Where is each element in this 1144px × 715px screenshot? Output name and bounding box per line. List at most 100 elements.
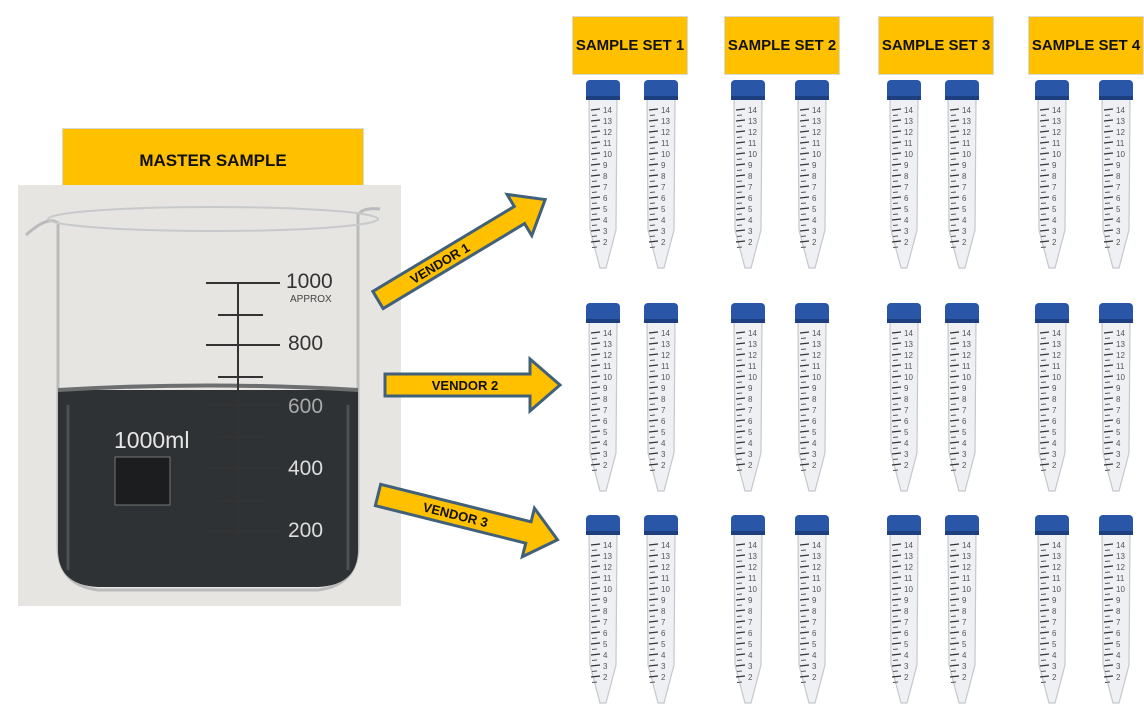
tube-scale-number: 8	[1052, 607, 1057, 616]
tube-scale-number: 4	[1116, 439, 1121, 448]
master-sample-text: MASTER SAMPLE	[139, 150, 287, 170]
tube-scale-number: 13	[661, 340, 670, 349]
tube-scale-number: 7	[962, 618, 967, 627]
tube-scale-number: 7	[661, 183, 666, 192]
tube-scale-number: 4	[748, 651, 753, 660]
tube-scale-number: 11	[603, 574, 612, 583]
tube-scale-number: 11	[904, 139, 913, 148]
tube-scale-number: 6	[904, 629, 909, 638]
tube-scale-number: 6	[1116, 194, 1121, 203]
blue-cap-icon	[795, 515, 829, 535]
master-sample-label: MASTER SAMPLE	[62, 128, 364, 192]
tube-scale-number: 10	[1052, 373, 1061, 382]
tube-scale-number: 5	[748, 205, 753, 214]
tube-scale-number: 2	[962, 238, 967, 247]
tube-scale-number: 6	[748, 417, 753, 426]
tube-scale-number: 4	[1052, 651, 1057, 660]
tube-scale-number: 2	[904, 673, 909, 682]
tube-scale-number: 11	[1116, 574, 1125, 583]
tube-scale-number: 12	[904, 351, 913, 360]
tube-scale-number: 7	[748, 406, 753, 415]
tube-scale-number: 5	[661, 428, 666, 437]
tube-scale-number: 3	[962, 662, 967, 671]
tube-scale-number: 6	[661, 417, 666, 426]
tube-scale-number: 11	[1116, 139, 1125, 148]
tube-scale-number: 8	[904, 607, 909, 616]
tube-scale-number: 4	[1052, 216, 1057, 225]
tube-scale-number: 9	[1116, 161, 1121, 170]
tube-scale-number: 14	[1116, 541, 1125, 550]
tube-scale-number: 10	[1052, 585, 1061, 594]
blue-cap-icon	[1099, 80, 1133, 100]
tube-scale-number: 2	[962, 461, 967, 470]
tube-scale-number: 5	[904, 640, 909, 649]
tube-scale-number: 12	[962, 351, 971, 360]
tube-scale-number: 2	[962, 673, 967, 682]
tube-scale-number: 10	[962, 373, 971, 382]
tube-scale-number: 7	[748, 618, 753, 627]
tube-scale-number: 2	[1052, 238, 1057, 247]
tube-scale-number: 9	[1052, 596, 1057, 605]
tube-scale-number: 14	[812, 106, 821, 115]
tube-scale-number: 12	[661, 128, 670, 137]
tube-scale-number: 6	[1052, 194, 1057, 203]
tube-scale-number: 14	[748, 329, 757, 338]
tube-scale-number: 5	[603, 428, 608, 437]
tube-scale-number: 2	[904, 238, 909, 247]
tube-scale-number: 3	[603, 662, 608, 671]
tube-scale-number: 5	[603, 640, 608, 649]
tube-scale-number: 7	[904, 183, 909, 192]
tube-scale-number: 3	[812, 450, 817, 459]
tube-scale-number: 3	[904, 450, 909, 459]
tube-scale-number: 2	[748, 238, 753, 247]
tube-scale-number: 4	[748, 439, 753, 448]
tube-scale-number: 7	[1052, 618, 1057, 627]
tube-scale-number: 7	[1116, 183, 1121, 192]
tube-scale-number: 11	[603, 139, 612, 148]
tube-scale-number: 13	[748, 552, 757, 561]
tube-scale-number: 13	[962, 552, 971, 561]
tube-scale-number: 3	[748, 450, 753, 459]
tube-scale-number: 8	[748, 172, 753, 181]
tube-scale-number: 4	[603, 216, 608, 225]
tube-scale-number: 13	[1116, 117, 1125, 126]
tube-scale-number: 11	[1052, 362, 1061, 371]
tube-scale-number: 6	[661, 194, 666, 203]
tube-scale-number: 14	[661, 541, 670, 550]
tube-scale-number: 6	[962, 194, 967, 203]
tube-scale-number: 10	[904, 585, 913, 594]
tube-scale-number: 5	[748, 428, 753, 437]
tube-scale-number: 13	[603, 552, 612, 561]
tube-scale-number: 10	[661, 585, 670, 594]
tube-scale-number: 6	[1052, 417, 1057, 426]
tube-scale-number: 3	[748, 227, 753, 236]
tube-scale-number: 10	[812, 150, 821, 159]
tube-scale-number: 2	[661, 461, 666, 470]
tube-scale-number: 13	[812, 117, 821, 126]
tube-scale-number: 3	[962, 227, 967, 236]
tube-scale-number: 13	[962, 340, 971, 349]
tube-scale-number: 5	[1052, 428, 1057, 437]
tube-scale-number: 9	[748, 596, 753, 605]
tube-scale-number: 6	[904, 194, 909, 203]
tube-scale-number: 3	[1116, 662, 1121, 671]
tube-scale-number: 11	[748, 362, 757, 371]
tube-scale-number: 12	[748, 128, 757, 137]
tube-scale-number: 14	[962, 541, 971, 550]
tube-scale-number: 7	[812, 183, 817, 192]
tube-scale-number: 10	[661, 373, 670, 382]
tube-scale-number: 14	[904, 106, 913, 115]
tube-scale-number: 14	[748, 541, 757, 550]
tube-scale-number: 11	[1052, 139, 1061, 148]
blue-cap-icon	[887, 80, 921, 100]
tube-scale-number: 3	[962, 450, 967, 459]
tube-scale-number: 12	[1116, 351, 1125, 360]
tube-scale-number: 10	[748, 373, 757, 382]
tube-scale-number: 7	[904, 406, 909, 415]
